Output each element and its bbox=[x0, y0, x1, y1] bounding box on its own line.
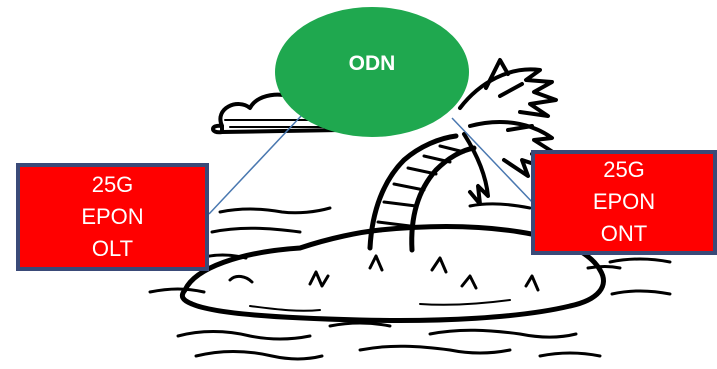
olt-odn-connector-line bbox=[208, 114, 303, 215]
water-waves-icon bbox=[148, 202, 707, 361]
ont-line-1: 25G bbox=[603, 157, 645, 182]
palm-trunk-icon bbox=[367, 133, 477, 253]
ont-line-3: ONT bbox=[600, 221, 648, 246]
odn-ellipse bbox=[275, 7, 469, 137]
ont-line-2: EPON bbox=[592, 189, 656, 214]
olt-line-3: OLT bbox=[91, 236, 134, 261]
ont-box: 25G EPON ONT bbox=[531, 150, 717, 255]
odn-label: ODN bbox=[348, 52, 396, 75]
olt-line-1: 25G bbox=[91, 172, 134, 197]
olt-line-2: EPON bbox=[81, 204, 144, 229]
island-icon bbox=[179, 224, 606, 323]
odn-ont-connector-line bbox=[451, 117, 535, 205]
olt-box: 25G EPON OLT bbox=[16, 163, 209, 271]
